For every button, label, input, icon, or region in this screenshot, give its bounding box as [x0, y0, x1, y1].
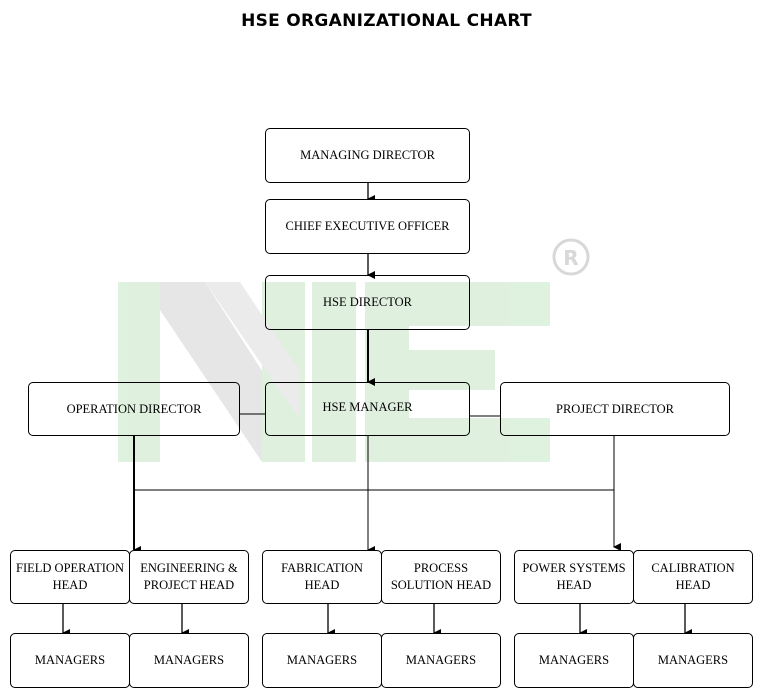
ceo-label: CHIEF EXECUTIVE OFFICER — [285, 219, 450, 234]
fabrication-head-box: FABRICATION HEAD — [262, 550, 382, 604]
managers-box-calibration: MANAGERS — [633, 633, 753, 688]
hse-manager-box: HSE MANAGER — [265, 382, 470, 436]
ceo-box: CHIEF EXECUTIVE OFFICER — [265, 199, 470, 254]
hse-manager-label: HSE MANAGER — [322, 400, 413, 414]
managers-label: MANAGERS — [538, 653, 610, 668]
fabrication-head-label: FABRICATION HEAD — [281, 561, 363, 592]
field-operation-head-label: FIELD OPERATION HEAD — [16, 561, 124, 592]
managers-box-engineering-project: MANAGERS — [129, 633, 249, 688]
svg-text:R: R — [563, 246, 578, 270]
engineering-project-head-label: ENGINEERING & PROJECT HEAD — [140, 561, 238, 592]
operation-director-box: OPERATION DIRECTOR — [28, 382, 240, 436]
managers-label: MANAGERS — [657, 653, 729, 668]
project-director-box: PROJECT DIRECTOR — [500, 382, 730, 436]
managers-box-power-systems: MANAGERS — [514, 633, 634, 688]
managers-label: MANAGERS — [286, 653, 358, 668]
managers-label: MANAGERS — [405, 653, 477, 668]
managing-director-label: MANAGING DIRECTOR — [300, 148, 435, 163]
process-solution-head-box: PROCESS SOLUTION HEAD — [381, 550, 501, 604]
calibration-head-label: CALIBRATION HEAD — [651, 561, 735, 592]
managers-label: MANAGERS — [153, 653, 225, 668]
chart-title: HSE ORGANIZATIONAL CHART — [241, 11, 532, 31]
managers-label: MANAGERS — [34, 653, 106, 668]
managers-box-process-solution: MANAGERS — [381, 633, 501, 688]
calibration-head-box: CALIBRATION HEAD — [633, 550, 753, 604]
hse-director-box: HSE DIRECTOR — [265, 275, 470, 330]
managers-box-field-operation: MANAGERS — [10, 633, 130, 688]
operation-director-label: OPERATION DIRECTOR — [66, 401, 202, 416]
hse-director-label: HSE DIRECTOR — [322, 295, 412, 310]
project-director-label: PROJECT DIRECTOR — [556, 401, 674, 416]
engineering-project-head-box: ENGINEERING & PROJECT HEAD — [129, 550, 249, 604]
field-operation-head-box: FIELD OPERATION HEAD — [10, 550, 130, 604]
managers-box-fabrication: MANAGERS — [262, 633, 382, 688]
power-systems-head-label: POWER SYSTEMS HEAD — [522, 561, 626, 592]
process-solution-head-label: PROCESS SOLUTION HEAD — [390, 561, 492, 592]
managing-director-box: MANAGING DIRECTOR — [265, 128, 470, 183]
power-systems-head-box: POWER SYSTEMS HEAD — [514, 550, 634, 604]
